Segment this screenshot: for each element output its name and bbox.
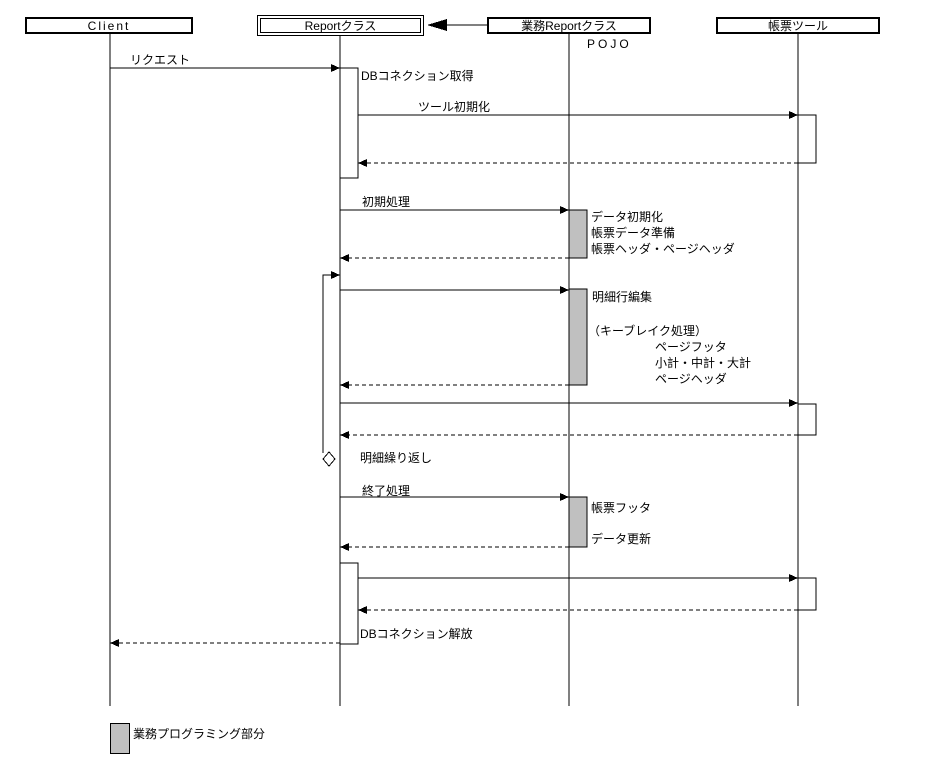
- annotation-data-update: データ更新: [591, 532, 652, 546]
- actor-report-class: Reportクラス: [257, 15, 424, 36]
- actor-report-class-label: Reportクラス: [304, 19, 377, 33]
- loop-end-diamond-icon: [322, 451, 336, 467]
- loop-bracket-line: [322, 274, 332, 453]
- annotation-db-connection-release: DBコネクション解放: [360, 627, 473, 641]
- activation-report-1: [339, 67, 359, 179]
- activation-report-2: [339, 562, 359, 645]
- arrowhead-loop-entry: [331, 271, 340, 279]
- message-label-end-process: 終了処理: [362, 484, 411, 498]
- arrowhead-end-process: [560, 493, 569, 501]
- activation-tool-3: [797, 577, 817, 611]
- arrowhead-tool-init-return: [358, 159, 367, 167]
- activation-gyomu-end: [568, 496, 588, 548]
- arrowhead-tool-final-return: [358, 606, 367, 614]
- annotation-report-footer: 帳票フッタ: [591, 501, 652, 515]
- arrowhead-class-dependency: [427, 19, 447, 31]
- annotation-subtotals: 小計・中計・大計: [655, 356, 752, 370]
- legend-gray-swatch: [110, 723, 130, 754]
- stereotype-pojo: POJO: [587, 37, 632, 51]
- actor-client-label: Client: [87, 18, 131, 33]
- arrowhead-init-return: [340, 254, 349, 262]
- activation-gyomu-init: [568, 209, 588, 259]
- message-label-init-process: 初期処理: [362, 195, 411, 209]
- actor-gyomu-report-class-label: 業務Reportクラス: [521, 19, 617, 33]
- arrowhead-tool-final: [789, 574, 798, 582]
- actor-gyomu-report-class: 業務Reportクラス: [487, 17, 651, 34]
- arrowhead-detail-return: [340, 381, 349, 389]
- actor-chohyo-tool-label: 帳票ツール: [767, 19, 828, 33]
- arrowhead-detail-edit: [560, 286, 569, 294]
- annotation-report-header: 帳票ヘッダ・ページヘッダ: [591, 242, 735, 256]
- annotation-detail-row-edit: 明細行編集: [592, 290, 653, 304]
- annotation-page-footer: ページフッタ: [655, 340, 727, 354]
- loop-label: 明細繰り返し: [360, 451, 433, 465]
- annotation-db-connection-get: DBコネクション取得: [361, 69, 474, 83]
- actor-report-class-inner-border: Reportクラス: [260, 18, 421, 33]
- activation-tool-1: [797, 114, 817, 164]
- arrowhead-client-return: [110, 639, 119, 647]
- activation-tool-2: [797, 403, 817, 436]
- arrowhead-request: [331, 64, 340, 72]
- actor-client: Client: [25, 17, 193, 34]
- arrowhead-init-process: [560, 206, 569, 214]
- message-label-tool-init: ツール初期化: [418, 100, 491, 114]
- annotation-page-header: ページヘッダ: [655, 372, 727, 386]
- arrowhead-tool-init: [789, 111, 798, 119]
- arrowhead-end-return: [340, 543, 349, 551]
- annotation-key-break: （キーブレイク処理）: [588, 324, 708, 338]
- legend-label: 業務プログラミング部分: [133, 727, 266, 741]
- annotation-data-init: データ初期化: [591, 210, 664, 224]
- annotation-report-data-prep: 帳票データ準備: [591, 226, 676, 240]
- activation-gyomu-detail: [568, 288, 588, 386]
- arrowhead-tool-output: [789, 399, 798, 407]
- message-label-request: リクエスト: [130, 53, 191, 67]
- actor-chohyo-tool: 帳票ツール: [716, 17, 880, 34]
- arrowhead-tool-output-return: [340, 431, 349, 439]
